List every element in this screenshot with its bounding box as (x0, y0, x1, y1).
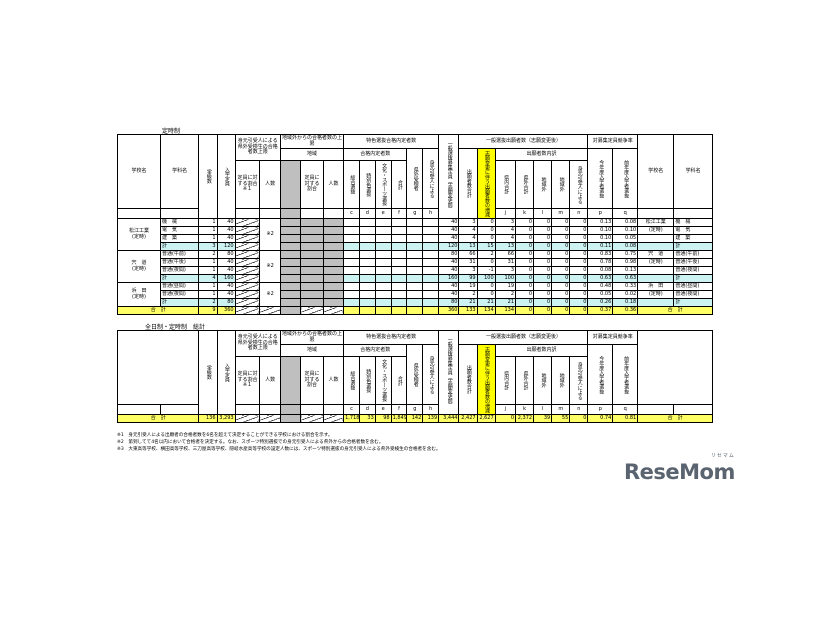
logo-ruby: リセマム (710, 453, 735, 459)
total-row-2: 合 計 136 3,293 1,718 33 98 1,849 142 139 … (116, 414, 713, 423)
footnote-1: ※1 身元引受人による出願者の合格者数を6名を超えて決定することができる学校にお… (117, 433, 333, 438)
hdr-gen-total: 出願者数合計 (458, 148, 478, 219)
hdr-special: 特色選抜合格内定者数 (343, 134, 440, 149)
hdr-subject: 学科名 (159, 134, 200, 209)
hdr-gen-breakdown: 出願者数内訳 (494, 148, 589, 161)
hdr-school2: 学校名 (637, 134, 675, 209)
hdr-gen-change: 志願変更に伴う出願者数の増減 (476, 148, 496, 219)
footnote-3: ※3 大東高等学校、横田高等学校、三刀屋高等学校、隠岐水産高等学校の設定人数には… (117, 447, 441, 452)
hdr-sp-sum: 合計 (390, 160, 408, 209)
hdr-sp-fusei: 身元引受人による (422, 148, 440, 209)
hdr-general-quota: 一般選抜募集定員（志願変更前） (438, 134, 460, 219)
hdr-subject2: 学科名 (673, 134, 713, 209)
hdr-area-rate: 定員に対する割合 (300, 160, 324, 209)
hdr-gen-area-in: 地域外 (551, 160, 571, 209)
total-row-1: 合 計 9 360 360 133 134 134 0 0 0 0 0.37 0… (116, 306, 713, 315)
hdr-special-in: 合格内定者数 (343, 148, 408, 161)
hdr-sp-total: 総合選抜 (343, 160, 360, 209)
resemom-logo: リセマム ReseMom (624, 453, 735, 484)
hdr-ratio-last: 前年度入学者選抜 (612, 148, 639, 209)
hdr-gen-in: 県内合計 (494, 160, 517, 209)
hdr-sp-c1: 特別色選抜 (358, 160, 376, 209)
hdr-school: 学校名 (117, 134, 161, 209)
hdr-ratio: 対募集定員競争率 (587, 134, 639, 149)
hdr-general: 一般選抜出願者数（志願変更後） (458, 134, 589, 149)
hdr-area-num: 人数 (322, 160, 345, 209)
hdr-sp-c2: 文化・スポーツ選抜 (374, 160, 392, 209)
section2-caption: 全日制・定時制 総計 (145, 324, 206, 331)
hdr-area-region: 地域 (279, 148, 345, 161)
section1-caption: 定時制 (162, 128, 181, 135)
footnotes: ※1 身元引受人による出願者の合格者数を6名を超えて決定することができる学校にお… (117, 432, 441, 453)
hdr-fusei: 身元引受人による県外受検生の合格者数上限 (234, 134, 281, 161)
hdr-ratio-this: 今年度入学者選抜 (587, 148, 614, 209)
school-name: 浜 田(定時) (117, 282, 161, 307)
school-name: 松江工業(定時) (117, 218, 161, 251)
hdr-sp-out: 県外受検者 (406, 148, 424, 209)
hdr-fusei-rate: 定員に対する割合※１ (234, 160, 261, 209)
logo-text: ReseMom (624, 460, 735, 484)
hdr-area: 地域外からの合格者数の上限 (279, 134, 345, 149)
hdr-gen-outpref: 県外合計 (515, 160, 535, 209)
footnote-2: ※2 第到してて4名以内において合格者を決定する。なお、スポーツ特別選抜での身元… (117, 440, 384, 445)
hdr-fusei-num: 人数 (259, 160, 281, 209)
hdr-gen-area-out: 地域外 (533, 160, 553, 209)
hdr-capacity: 入学定員 (216, 134, 236, 219)
hdr-gen-fusei: 身元引受人による (569, 160, 589, 209)
hdr-classes: 学級数 (198, 134, 218, 219)
part-time-table: 学校名 学科名 学級数 入学定員 身元引受人による県外受検生の合格者数上限 地域… (116, 134, 713, 315)
school-name: 宍 道(定時) (117, 250, 161, 283)
grand-total-table: 学級数 入学定員 身元引受人による県外受検生の合格者数上限 地域外からの合格者数… (116, 330, 713, 423)
